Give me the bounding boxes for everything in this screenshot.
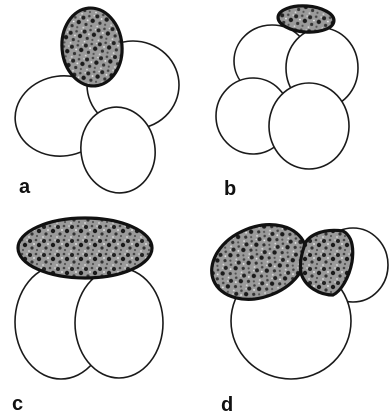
panel-a-label: a xyxy=(19,176,31,198)
panel-d: d xyxy=(200,211,388,416)
panel-b: b xyxy=(216,4,358,200)
panel-c-cell-right xyxy=(75,268,163,378)
panel-d-label: d xyxy=(221,394,233,416)
panel-c-dark-cell xyxy=(18,218,152,278)
panel-c: c xyxy=(12,218,163,415)
panel-c-label: c xyxy=(12,393,23,415)
panel-b-label: b xyxy=(224,178,236,200)
panel-b-cell-bottom-right xyxy=(269,83,349,169)
panel-a: a xyxy=(10,6,179,198)
